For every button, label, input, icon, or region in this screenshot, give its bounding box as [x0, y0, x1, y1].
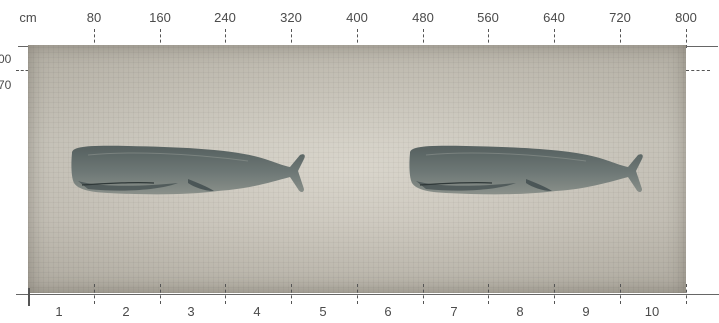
ruler-tick — [357, 29, 358, 48]
height-label-top: 00 — [0, 52, 12, 66]
ruler-mark-label: 160 — [149, 10, 171, 25]
ruler-mark-label: 720 — [609, 10, 631, 25]
ruler-mark-label: 400 — [346, 10, 368, 25]
panel-tick — [620, 284, 621, 304]
ruler-tick — [686, 29, 687, 48]
panel-number: 2 — [122, 304, 130, 319]
panel-number: 3 — [187, 304, 195, 319]
panel-tick — [423, 284, 424, 304]
ruler-tick — [554, 29, 555, 48]
panel-tick — [554, 284, 555, 304]
height-label-bottom: 70 — [0, 78, 12, 92]
ruler-mark-label: 480 — [412, 10, 434, 25]
panel-number: 7 — [450, 304, 458, 319]
right-height-dash — [686, 70, 710, 71]
panel-tick — [225, 284, 226, 304]
ruler-tick — [291, 29, 292, 48]
ruler-tick — [488, 29, 489, 48]
panel-tick — [94, 284, 95, 304]
ruler-mark-label: 640 — [543, 10, 565, 25]
panel-tick — [488, 284, 489, 304]
ruler-mark-label: 80 — [86, 10, 102, 25]
wallpaper-preview — [28, 45, 686, 293]
panel-tick — [160, 284, 161, 304]
ruler-tick — [225, 29, 226, 48]
ruler-mark-label: 560 — [477, 10, 499, 25]
panel-tick — [686, 284, 687, 304]
panel-number: 5 — [319, 304, 327, 319]
panel-tick — [357, 284, 358, 304]
panel-number: 1 — [55, 304, 63, 319]
whale-image-left — [71, 145, 305, 195]
panel-number: 9 — [582, 304, 590, 319]
panel-number: 8 — [516, 304, 524, 319]
panel-number: 10 — [644, 304, 660, 319]
left-height-dash — [16, 70, 38, 71]
ruler-tick — [423, 29, 424, 48]
panel-number: 6 — [384, 304, 392, 319]
ruler-mark-label: 320 — [280, 10, 302, 25]
panel-tick — [291, 284, 292, 304]
ruler-unit-label: cm — [19, 10, 37, 25]
bottom-boundary-line — [16, 294, 719, 295]
ruler-tick — [620, 29, 621, 48]
ruler-mark-label: 240 — [214, 10, 236, 25]
whale-image-right — [409, 145, 643, 195]
ruler-tick — [160, 29, 161, 48]
ruler-mark-label: 800 — [675, 10, 697, 25]
panel-number: 4 — [253, 304, 261, 319]
ruler-tick — [94, 29, 95, 48]
panel-tick — [28, 288, 30, 306]
